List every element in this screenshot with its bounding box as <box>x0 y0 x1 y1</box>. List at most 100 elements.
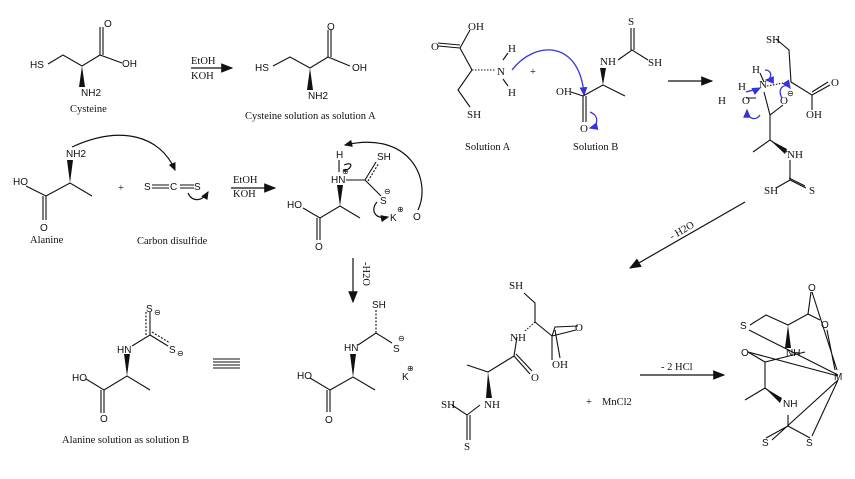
charge-plus: ⊕ <box>342 167 349 176</box>
atom-nh: NH <box>600 56 616 68</box>
atom-o: O <box>413 212 421 223</box>
atom-h: H <box>738 81 746 93</box>
atom-s: S <box>146 304 153 315</box>
dipeptide-dithiocarbamate: SH O OH NH O NH SH S <box>441 280 583 453</box>
atom-ho: HO <box>297 371 312 382</box>
charge-minus: ⊖ <box>154 308 161 317</box>
reaction-arrow-complexation: - 2 HCl <box>640 362 726 380</box>
solution-b-molecule: NH S SH OH O Solution B <box>556 16 662 153</box>
atom-hn: HN <box>331 175 345 186</box>
atom-o: O <box>742 95 750 107</box>
caption-alanine-solution: Alanine solution as solution B <box>62 435 189 446</box>
reaction-arrow-etoh-koh-2: EtOH KOH <box>231 175 277 200</box>
atom-nh2: NH2 <box>81 88 101 99</box>
atom-o: O <box>780 95 788 107</box>
atom-h: H <box>752 64 760 76</box>
atom-oh: OH <box>468 21 484 33</box>
solution-a-molecule: OH O N H H SH Solution A <box>431 21 516 153</box>
atom-nh2: NH2 <box>308 91 328 102</box>
atom-s: S <box>144 182 151 193</box>
atom-k: K <box>402 372 409 383</box>
cysteine-solution-a-molecule: HS OH O NH2 Cysteine solution as solutio… <box>245 22 376 122</box>
charge-minus: ⊖ <box>384 187 391 196</box>
reagent-koh: KOH <box>191 71 214 82</box>
atom-oh: OH <box>806 109 822 121</box>
atom-o: O <box>327 22 335 33</box>
atom-h: H <box>508 87 516 99</box>
atom-s: S <box>393 344 400 355</box>
atom-k: K <box>390 213 397 224</box>
atom-m: M <box>834 372 842 383</box>
atom-nh2: NH2 <box>66 149 86 160</box>
alanine-molecule: HO O NH2 Alanine <box>13 149 93 246</box>
atom-o: O <box>821 320 829 331</box>
atom-s: S <box>194 182 201 193</box>
reagent-koh: KOH <box>233 189 256 200</box>
reaction-arrow-dehydration: - H2O <box>628 201 746 269</box>
atom-o: O <box>808 283 816 294</box>
charge-plus: ⊕ <box>407 364 414 373</box>
atom-nh: NH <box>510 332 526 344</box>
caption-carbon-disulfide: Carbon disulfide <box>137 236 208 247</box>
atom-h: H <box>508 43 516 55</box>
atom-hs: HS <box>255 63 269 74</box>
atom-ho: HO <box>72 373 87 384</box>
atom-o: O <box>40 223 48 234</box>
carbon-disulfide-molecule: S C S Carbon disulfide <box>137 182 209 247</box>
atom-sh: SH <box>766 34 780 46</box>
atom-ho: HO <box>287 200 302 211</box>
atom-sh: SH <box>467 109 481 121</box>
atom-o: O <box>315 242 323 253</box>
atom-o: O <box>431 41 439 53</box>
atom-s: S <box>380 196 387 207</box>
atom-c: C <box>170 182 177 193</box>
reagent-etoh: EtOH <box>233 175 258 186</box>
atom-o: O <box>575 322 583 334</box>
atom-sh: SH <box>509 280 523 292</box>
atom-nh: NH <box>787 149 803 161</box>
caption-solution-a: Solution A <box>465 142 511 153</box>
caption-cysteine: Cysteine <box>70 104 107 115</box>
dithiocarbamic-intermediate: HO O HN ⊕ H SH S ⊖ K ⊕ O <box>287 139 423 253</box>
atom-s: S <box>809 185 815 197</box>
atom-n: N <box>759 79 767 91</box>
atom-hn: HN <box>117 345 131 356</box>
atom-h: H <box>718 95 726 107</box>
atom-s: S <box>740 321 747 332</box>
potassium-dithiocarbamate: HO O HN SH S ⊖ K ⊕ <box>297 300 414 426</box>
atom-ho: HO <box>13 177 28 188</box>
tetrahedral-intermediate: SH O OH N H H H O O ⊖ NH SH S <box>718 34 839 197</box>
atom-hn: HN <box>344 343 358 354</box>
reaction-arrow-etoh-koh-1: EtOH KOH <box>191 56 234 82</box>
reagent-minus-water: - H2O <box>668 220 697 243</box>
atom-oh: OH <box>552 359 568 371</box>
equivalence-sign <box>213 358 240 369</box>
atom-sh: SH <box>377 152 391 163</box>
atom-nh: NH <box>484 399 500 411</box>
charge-minus: ⊖ <box>177 349 184 358</box>
charge-minus: ⊖ <box>398 334 405 343</box>
caption-solution-b: Solution B <box>573 142 618 153</box>
caption-cysteine-solution: Cysteine solution as solution A <box>245 111 376 122</box>
cysteine-molecule: HS OH O NH2 Cysteine <box>30 19 137 115</box>
plus-sign: + <box>586 397 592 408</box>
reaction-arrow-vertical: -H2O <box>348 258 371 304</box>
atom-n: N <box>497 66 505 78</box>
charge-plus: ⊕ <box>397 205 404 214</box>
reagent-etoh: EtOH <box>191 56 216 67</box>
atom-sh: SH <box>441 399 455 411</box>
charge-minus: ⊖ <box>787 89 794 98</box>
atom-o: O <box>580 123 588 135</box>
atom-sh: SH <box>764 185 778 197</box>
nucleophilic-attack-arrow <box>511 49 588 97</box>
manganese-complex: S O O NH O M NH S S <box>740 283 842 449</box>
plus-sign: + <box>118 183 124 194</box>
atom-s: S <box>464 441 470 453</box>
reagent-minus-hcl: - 2 HCl <box>661 362 693 373</box>
atom-oh: OH <box>352 63 367 74</box>
atom-s: S <box>169 345 176 356</box>
reagent-vertical-water: -H2O <box>360 262 371 286</box>
plus-sign: + <box>530 67 536 78</box>
atom-nh: NH <box>783 399 797 410</box>
